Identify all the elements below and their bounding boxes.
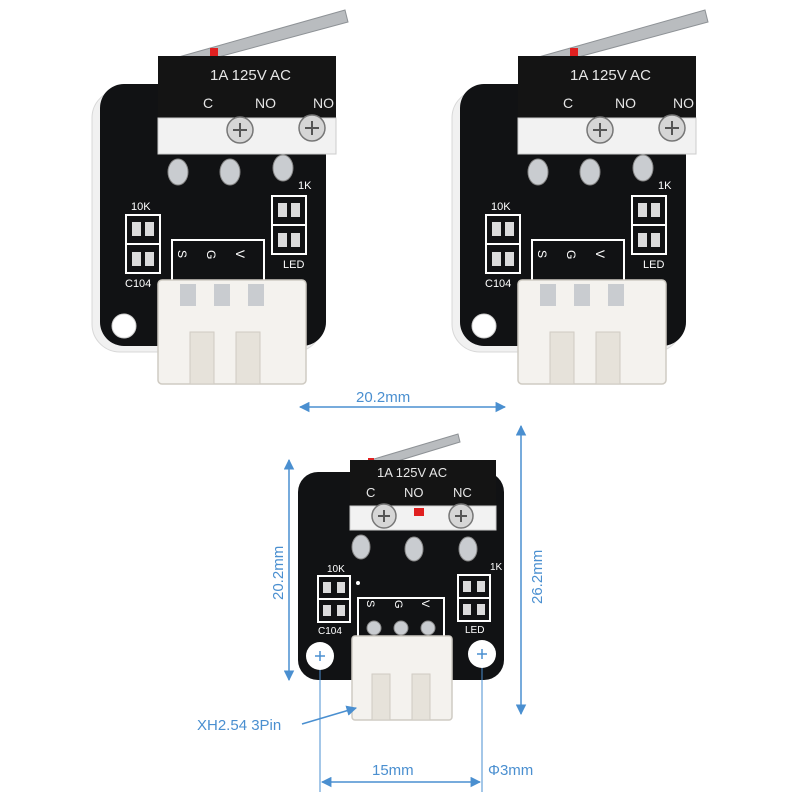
pin-label-s: S (535, 250, 549, 258)
cap-label: C104 (485, 278, 511, 290)
pin-label-g: G (392, 600, 404, 609)
switch-pin-no: NO (404, 485, 424, 500)
res-label: 1K (298, 180, 312, 192)
led-label: LED (465, 625, 484, 636)
mounting-hole (471, 313, 497, 339)
pin-label-v: V (233, 250, 247, 258)
switch-rating: 1A 125V AC (210, 67, 291, 84)
hole-spacing-label: 15mm (372, 762, 414, 779)
top-width-label: 20.2mm (356, 389, 410, 406)
cap-value-label: 10K (491, 201, 511, 213)
switch-pin-nc: NO (673, 95, 694, 111)
pin-label-g: G (204, 250, 218, 259)
endstop-module-1: 1A 125V AC C NO NO 10K C104 1K LED S (91, 9, 349, 385)
jst-connector (351, 635, 453, 721)
connector-callout-line (301, 705, 358, 725)
led-label: LED (643, 259, 664, 271)
switch-pin-c: C (366, 485, 375, 500)
left-height-label: 20.2mm (270, 546, 287, 600)
switch-pin-c: C (563, 95, 573, 111)
cap-value-label: 10K (131, 201, 151, 213)
switch-pin-no: NO (255, 95, 276, 111)
actuator-button (570, 48, 578, 60)
microswitch-body (350, 460, 496, 506)
res-label: 1K (658, 180, 672, 192)
endstop-module-2: 1A 125V AC C NO NO 10K C104 1K LED S G V (451, 9, 709, 385)
microswitch-body (518, 56, 696, 118)
switch-pin-nc: NC (453, 485, 472, 500)
cap-value-label: 10K (327, 564, 345, 575)
switch-pin-nc: NO (313, 95, 334, 111)
dimension-annotations: 20.2mm 20.2mm 26.2mm XH2.54 3Pin 15mm Φ3… (197, 389, 546, 792)
led-indicator (414, 508, 424, 516)
switch-rating: 1A 125V AC (377, 465, 447, 480)
hole-diameter-label: Φ3mm (488, 762, 533, 779)
pin-label-g: G (564, 250, 578, 259)
switch-pin-c: C (203, 95, 213, 111)
actuator-button (210, 48, 218, 60)
pin-label-v: V (419, 600, 431, 608)
solder-pin (219, 158, 241, 186)
pin-label-v: V (593, 250, 607, 258)
solder-pin (167, 158, 189, 186)
led-label: LED (283, 259, 304, 271)
screw-cross-icon (305, 121, 319, 135)
solder-pin (272, 154, 294, 182)
screw-cross-icon (233, 123, 247, 137)
connector-label: XH2.54 3Pin (197, 717, 281, 734)
right-height-label: 26.2mm (529, 550, 546, 604)
cap-label: C104 (125, 278, 151, 290)
microswitch-body (158, 56, 336, 118)
pin-label-s: S (175, 250, 189, 258)
res-label: 1K (490, 562, 503, 573)
pin-label-s: S (364, 600, 376, 607)
endstop-module-3: 1A 125V AC C NO NC 10K C104 1K LED (298, 433, 504, 721)
cap-label: C104 (318, 626, 342, 637)
mounting-hole (111, 313, 137, 339)
switch-pin-no: NO (615, 95, 636, 111)
switch-rating: 1A 125V AC (570, 67, 651, 84)
